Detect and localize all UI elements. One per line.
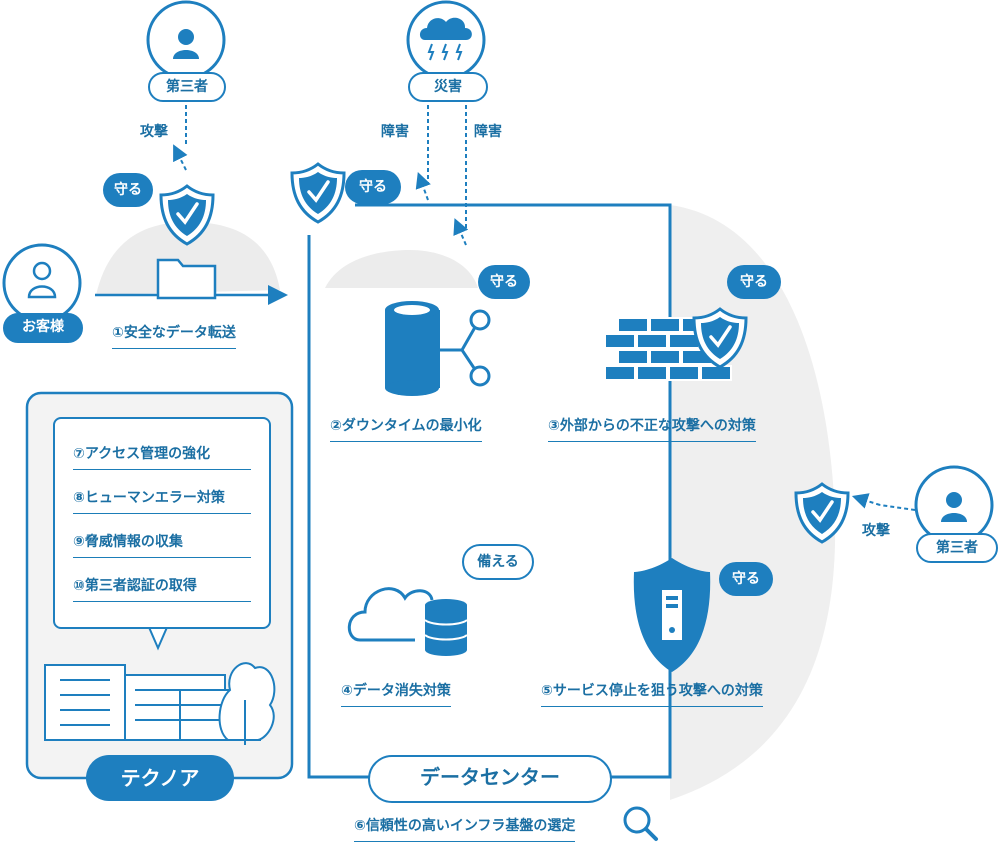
attack-label-top: 攻撃 — [140, 124, 168, 140]
third-party-top-label: 第三者 — [148, 72, 226, 102]
failure-arrow-left — [415, 171, 431, 201]
attack-label-right: 攻撃 — [862, 523, 890, 539]
disaster-label: 災害 — [408, 72, 488, 102]
downtime-zone — [325, 250, 478, 288]
cloud-database-icon — [347, 587, 468, 656]
magnifier-icon — [623, 806, 658, 841]
transfer-zone — [96, 222, 280, 295]
datacenter-boundary — [307, 203, 672, 779]
list-item: ⑨脅威情報の収集 — [73, 531, 251, 558]
failure-label-left: 障害 — [381, 124, 409, 140]
shield-check-icon — [290, 162, 346, 224]
list-item: ⑩第三者認証の取得 — [73, 575, 251, 602]
database-icon — [385, 301, 491, 396]
measure-3: ③外部からの不正な攻撃への対策 — [548, 415, 756, 442]
building-icon — [44, 662, 276, 745]
listbox-pointer — [147, 624, 169, 651]
measure-5: ⑤サービス停止を狙う攻撃への対策 — [541, 680, 763, 707]
list-item: ⑦アクセス管理の強化 — [73, 443, 251, 470]
storm-cloud-icon — [419, 17, 472, 61]
attack-arrow-right — [851, 493, 881, 509]
measure-1: ①安全なデータ転送 — [112, 322, 236, 349]
measure-2: ②ダウンタイムの最小化 — [330, 415, 482, 442]
measure-4: ④データ消失対策 — [341, 680, 451, 707]
brick-wall-icon — [604, 317, 732, 381]
customer-label: お客様 — [3, 313, 83, 343]
attack-path-right — [879, 504, 916, 511]
failure-arrow-right — [453, 218, 469, 246]
protect-bubble-downtime: 守る — [478, 265, 530, 299]
technoa-measure-list: ⑦アクセス管理の強化 ⑧ヒューマンエラー対策 ⑨脅威情報の収集 ⑩第三者認証の取… — [53, 417, 271, 629]
third-party-right-label: 第三者 — [916, 533, 998, 563]
protect-bubble-firewall: 守る — [727, 265, 781, 299]
protect-bubble-transfer: 守る — [103, 173, 153, 207]
measure-6: ⑥信頼性の高いインフラ基盤の選定 — [354, 815, 576, 842]
prepare-bubble-loss: 備える — [462, 544, 534, 580]
protect-bubble-service: 守る — [719, 562, 773, 596]
folder-icon — [156, 258, 217, 300]
datacenter-title: データセンター — [368, 755, 612, 803]
person-outline-icon — [27, 261, 57, 299]
list-item: ⑧ヒューマンエラー対策 — [73, 487, 251, 514]
server-shield-icon — [633, 558, 711, 672]
protect-bubble-datacenter: 守る — [345, 170, 401, 204]
customer-circle — [2, 243, 82, 323]
technoa-title: テクノア — [86, 755, 234, 801]
failure-label-right: 障害 — [474, 124, 502, 140]
attack-arrow-top — [173, 144, 188, 171]
